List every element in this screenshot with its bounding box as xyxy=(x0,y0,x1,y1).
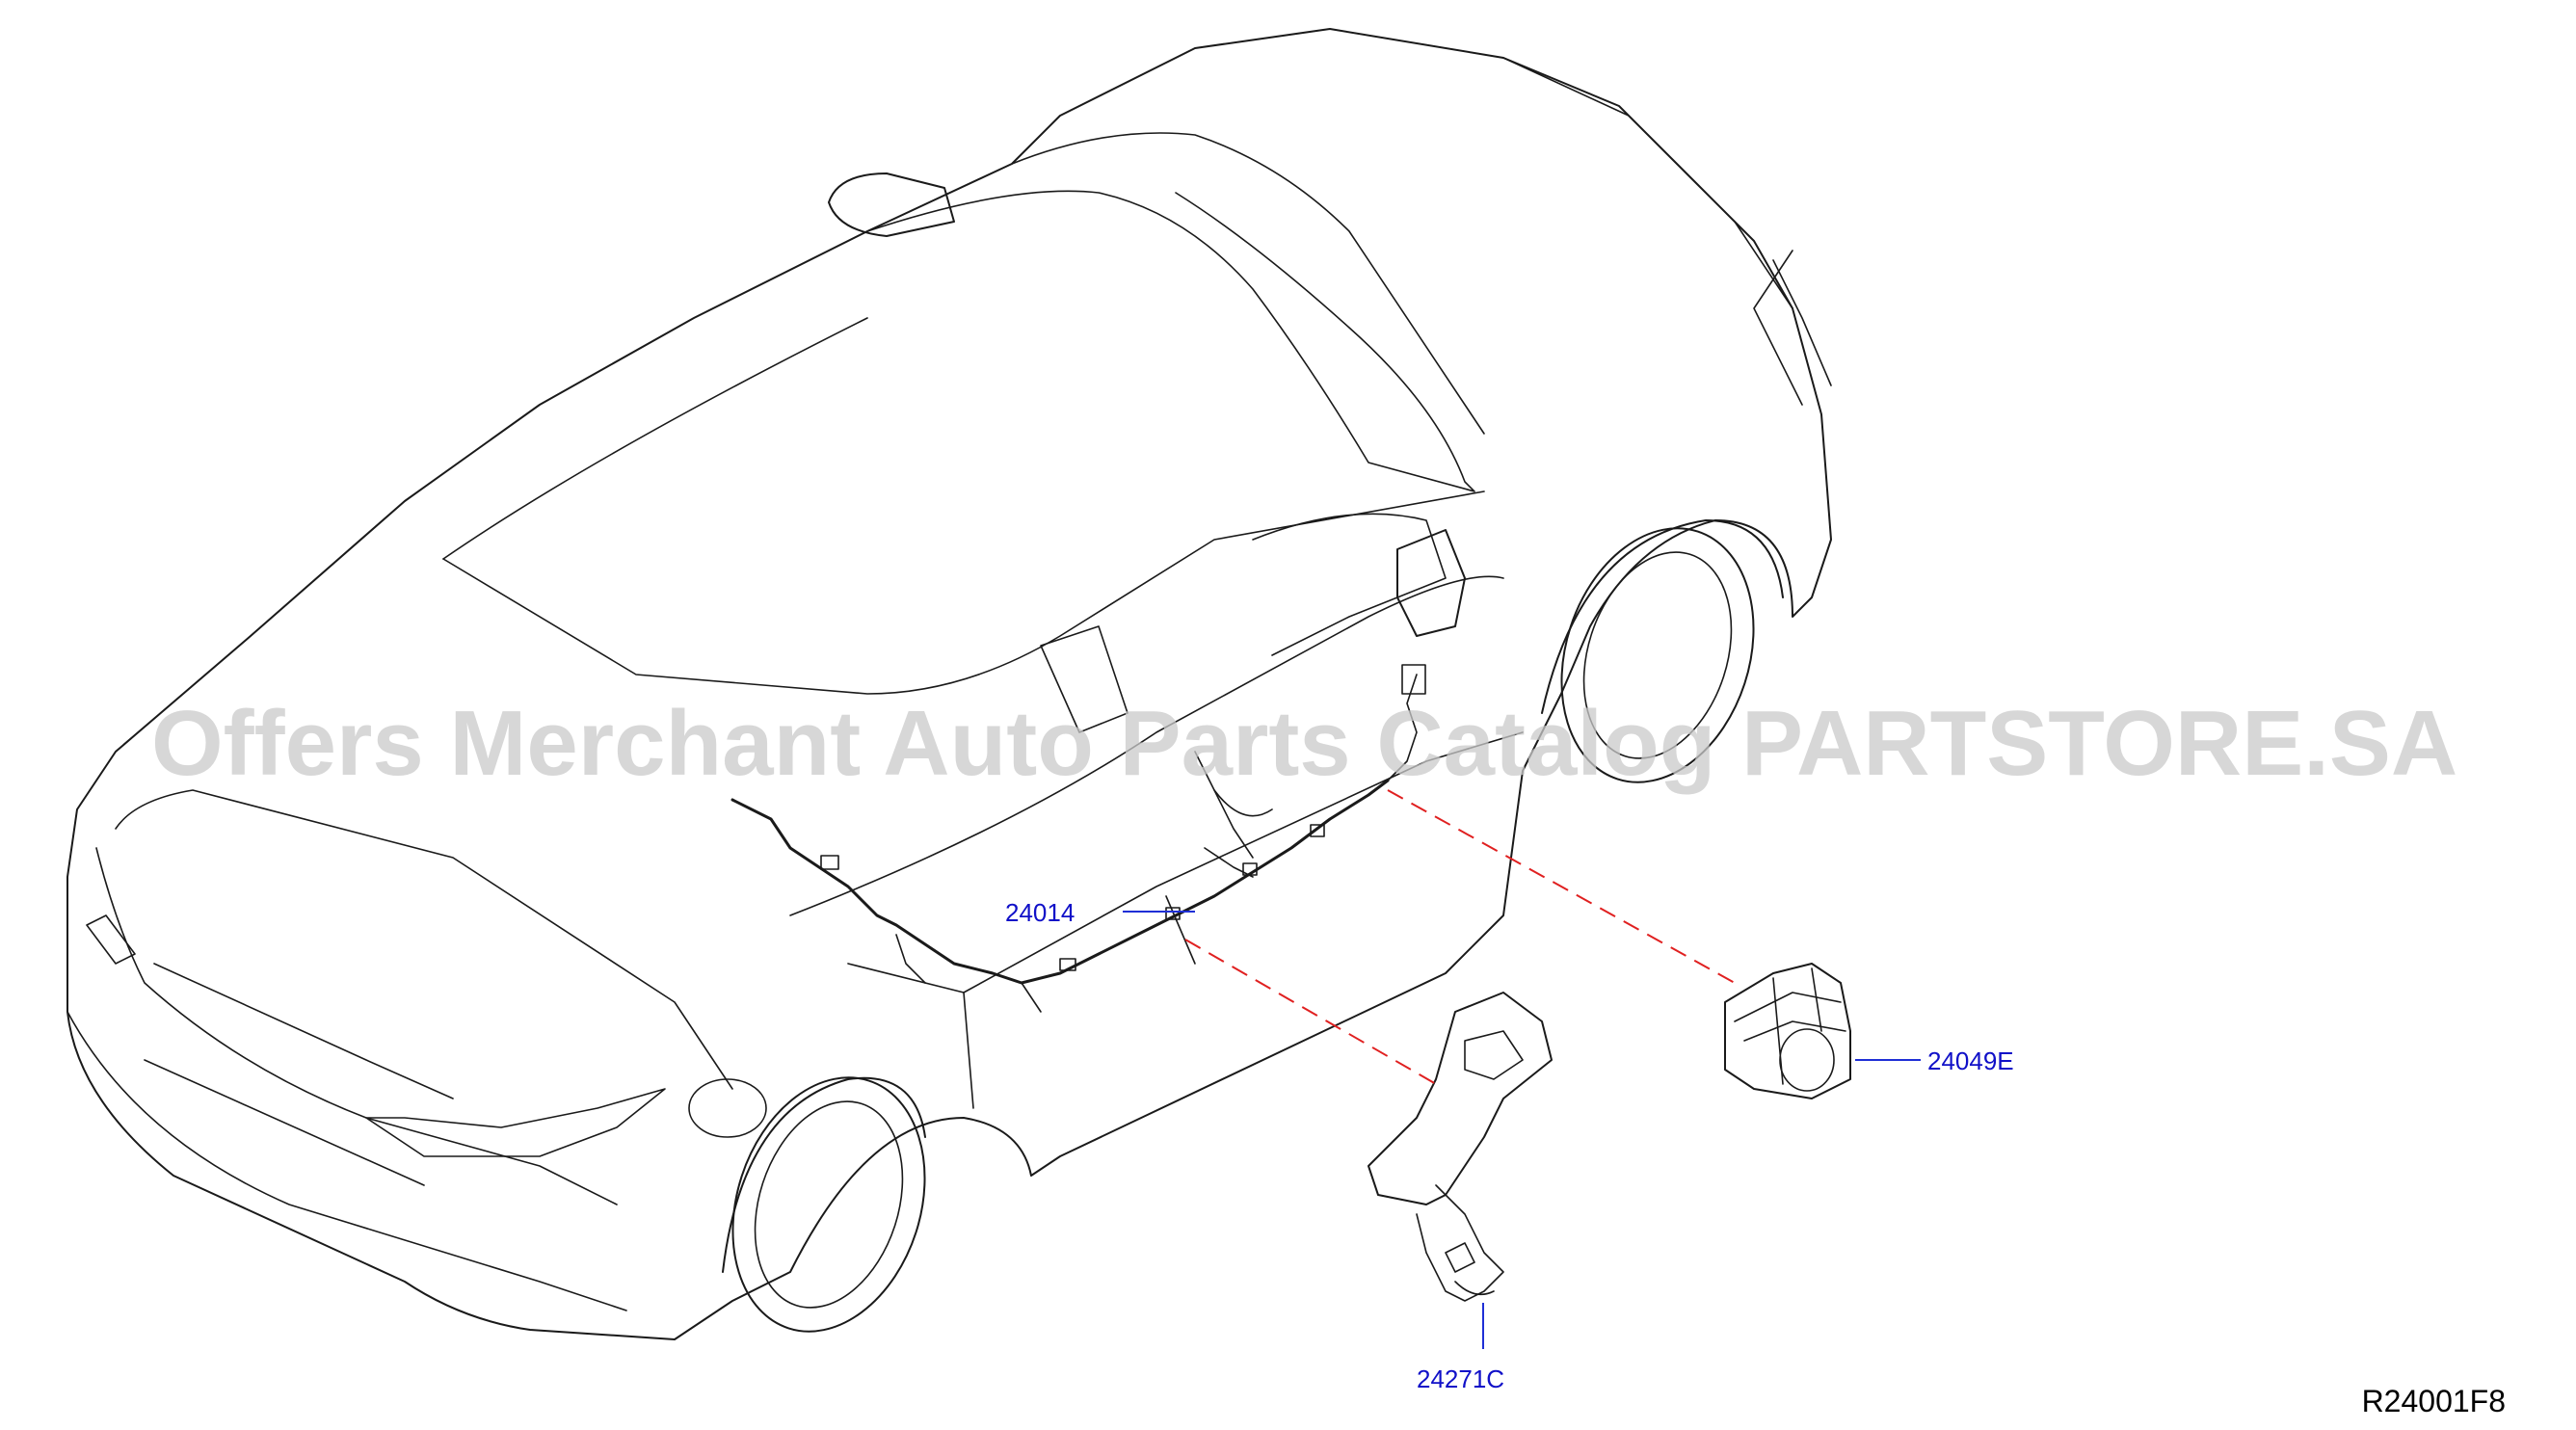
part-label-24014[interactable]: 24014 xyxy=(1005,898,1075,927)
diagram-code: R24001F8 xyxy=(2362,1384,2506,1418)
part-label-24271c[interactable]: 24271C xyxy=(1417,1364,1504,1393)
part-label-24049e[interactable]: 24049E xyxy=(1927,1046,2014,1075)
dashed-link-harness-to-clip xyxy=(1184,939,1437,1085)
dashed-link-harness-to-grommet xyxy=(1387,789,1736,984)
watermark-text: Offers Merchant Auto Parts Catalog PARTS… xyxy=(151,692,2457,795)
car-body-illustration xyxy=(66,28,1832,1340)
wire-harness-24014 xyxy=(730,664,1426,1013)
grommet-24049e xyxy=(1724,963,1851,1099)
clip-24271c xyxy=(1368,992,1553,1302)
